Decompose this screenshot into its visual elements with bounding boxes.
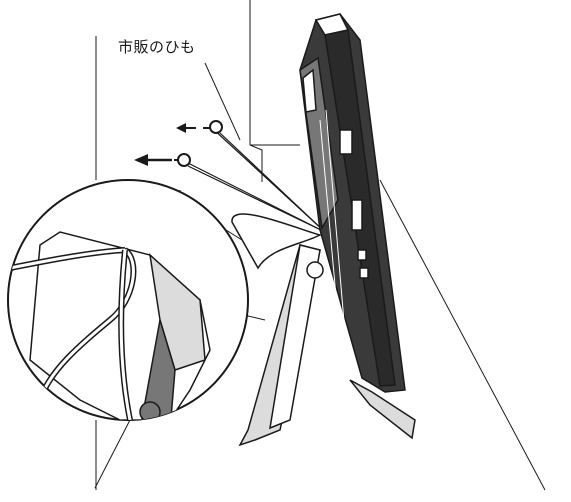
monitor-stand <box>238 244 416 447</box>
label-leader-line <box>204 62 241 141</box>
callout-label: 市販のひも <box>118 38 196 56</box>
hook-ring-icon <box>177 120 223 167</box>
magnifier-callout <box>7 179 323 489</box>
strings <box>181 127 326 233</box>
pull-arrow-icon <box>134 123 210 166</box>
monitor-body <box>299 13 406 393</box>
